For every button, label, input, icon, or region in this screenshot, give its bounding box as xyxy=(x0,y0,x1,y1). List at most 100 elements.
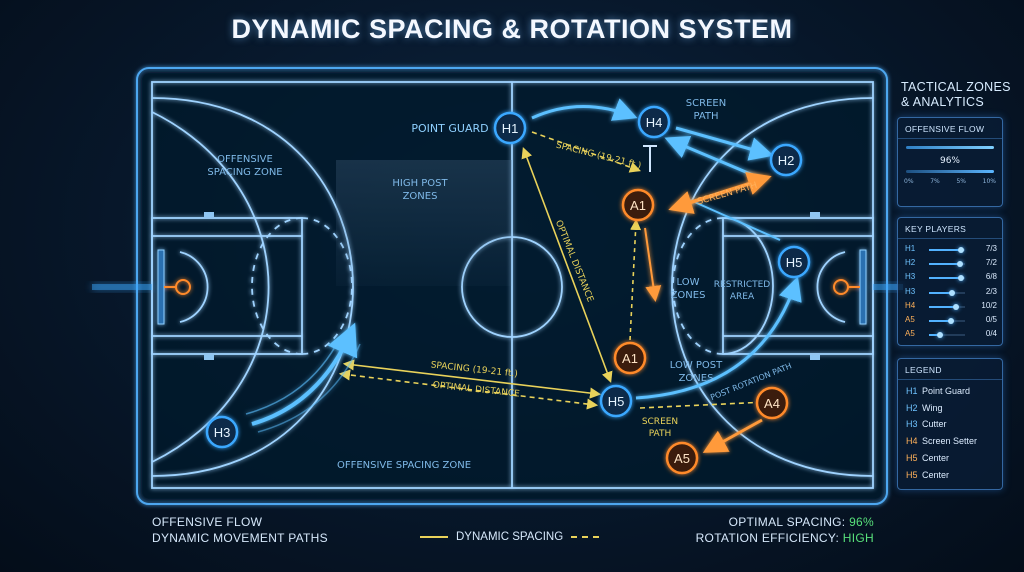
player-h1[interactable]: H1 xyxy=(493,111,527,145)
screen-marker xyxy=(643,145,657,172)
legend-code: H5 xyxy=(906,452,918,463)
player-h2[interactable]: H2 xyxy=(769,143,803,177)
label-restricted-2: AREA xyxy=(730,292,755,302)
rotation-efficiency-value: HIGH xyxy=(842,531,874,545)
legend-heading: LEGEND xyxy=(898,359,1002,380)
player-h5-right[interactable]: H5 xyxy=(777,245,811,279)
label-point-guard: POINT GUARD xyxy=(411,122,488,135)
flow-tick: 0% xyxy=(904,178,914,185)
legend-label: Wing xyxy=(922,402,943,413)
key-player-row: A5 0/5 xyxy=(905,313,997,327)
footer-right-2: ROTATION EFFICIENCY: HIGH xyxy=(696,531,874,545)
svg-text:A1: A1 xyxy=(622,351,638,366)
legend-label: Point Guard xyxy=(922,386,971,396)
player-h4[interactable]: H4 xyxy=(637,105,671,139)
svg-text:A5: A5 xyxy=(674,451,690,466)
flow-percent: 96% xyxy=(939,156,960,166)
svg-text:H3: H3 xyxy=(214,425,231,440)
key-player-row: H3 2/3 xyxy=(905,285,997,299)
page-title: DYNAMIC SPACING & ROTATION SYSTEM xyxy=(231,14,793,44)
label-restricted-1: RESTRICTED xyxy=(714,280,771,290)
side-light-right xyxy=(873,284,903,290)
panel-title-line-1: TACTICAL ZONES xyxy=(901,80,1011,94)
high-post-band xyxy=(336,160,512,286)
player-h3[interactable]: H3 xyxy=(205,415,239,449)
key-player-bar-knob xyxy=(947,318,954,324)
key-player-name: A5 xyxy=(905,315,915,324)
lane-ticks xyxy=(204,212,820,360)
key-player-name: H1 xyxy=(905,244,916,253)
svg-text:A4: A4 xyxy=(764,396,780,411)
key-player-bar-fill xyxy=(929,277,962,280)
offensive-flow-heading: OFFENSIVE FLOW xyxy=(898,118,1002,139)
key-player-value: 2/3 xyxy=(985,286,997,296)
key-player-bar xyxy=(929,318,965,324)
solid-line-legend xyxy=(420,536,448,538)
label-screen-path-bottom-2: PATH xyxy=(649,429,672,439)
key-player-value: 7/3 xyxy=(985,244,997,253)
svg-text:H1: H1 xyxy=(502,121,519,136)
player-a1-bottom[interactable]: A1 xyxy=(613,341,647,375)
player-h5-center[interactable]: H5 xyxy=(599,384,633,418)
key-player-bar-knob xyxy=(958,275,965,282)
flow-tick: 7% xyxy=(930,178,940,185)
label-low-zones-2: ZONES xyxy=(671,290,706,301)
movement-paths xyxy=(245,98,802,433)
key-player-name: A5 xyxy=(905,329,915,339)
footer-right-1: OPTIMAL SPACING: 96% xyxy=(729,515,874,529)
opponent-paths xyxy=(644,172,772,453)
key-player-bar xyxy=(929,289,965,296)
key-player-value: 10/2 xyxy=(981,300,997,310)
label-offensive-spacing-left-1: OFFENSIVE xyxy=(217,154,273,165)
key-player-bar-knob xyxy=(956,261,963,268)
footer-center-label: DYNAMIC SPACING xyxy=(456,531,564,543)
player-a4[interactable]: A4 xyxy=(755,386,789,420)
panel-title-line-2: & ANALYTICS xyxy=(901,95,984,109)
label-offensive-spacing-left-2: SPACING ZONE xyxy=(207,167,282,178)
key-player-bar xyxy=(929,332,965,339)
key-player-bar-fill xyxy=(929,320,951,322)
label-low-post-2: ZONES xyxy=(679,373,714,384)
spacing-lines xyxy=(338,131,770,410)
key-player-bar xyxy=(929,247,965,253)
label-screen-path-top-1: SCREEN xyxy=(686,98,726,109)
svg-text:H5: H5 xyxy=(786,255,803,270)
key-player-name: H4 xyxy=(905,300,916,310)
label-screen-path-bottom-1: SCREEN xyxy=(642,417,678,427)
legend-label: Screen Setter xyxy=(922,436,978,447)
dashed-line-legend xyxy=(571,536,600,538)
key-player-name: H2 xyxy=(905,258,916,268)
key-player-value: 0/5 xyxy=(985,315,997,324)
label-high-post-2: ZONES xyxy=(403,191,438,202)
player-a5[interactable]: A5 xyxy=(665,441,699,475)
legend-code: H5 xyxy=(906,469,918,480)
flow-bar-bottom xyxy=(906,170,994,173)
legend-code: H3 xyxy=(906,419,918,430)
footer-left-2: DYNAMIC MOVEMENT PATHS xyxy=(152,531,328,545)
optimal-spacing-value: 96% xyxy=(849,515,874,529)
key-player-bar-fill xyxy=(929,305,956,308)
player-a1-top[interactable]: A1 xyxy=(621,188,655,222)
key-player-bar-knob xyxy=(958,247,965,253)
label-screen-path-top-2: PATH xyxy=(693,111,718,122)
legend-row: H2 Wing xyxy=(906,403,943,413)
right-basket xyxy=(833,249,867,325)
key-player-name: H3 xyxy=(905,286,916,296)
flow-tick: 5% xyxy=(956,178,966,185)
flow-bar-top xyxy=(906,146,994,149)
footer-center: DYNAMIC SPACING xyxy=(420,531,600,543)
legend-label: Center xyxy=(922,469,950,480)
legend-code: H2 xyxy=(906,402,918,413)
home-players: H1 H4 H2 H5 H5 H3 xyxy=(205,105,811,449)
key-player-bar-fill xyxy=(929,334,940,337)
svg-text:H2: H2 xyxy=(778,153,795,168)
legend-row: H5 Center xyxy=(906,470,949,480)
key-player-bar xyxy=(929,275,965,282)
optimal-spacing-label: OPTIMAL SPACING: xyxy=(728,515,850,529)
svg-text:H5: H5 xyxy=(608,394,625,409)
